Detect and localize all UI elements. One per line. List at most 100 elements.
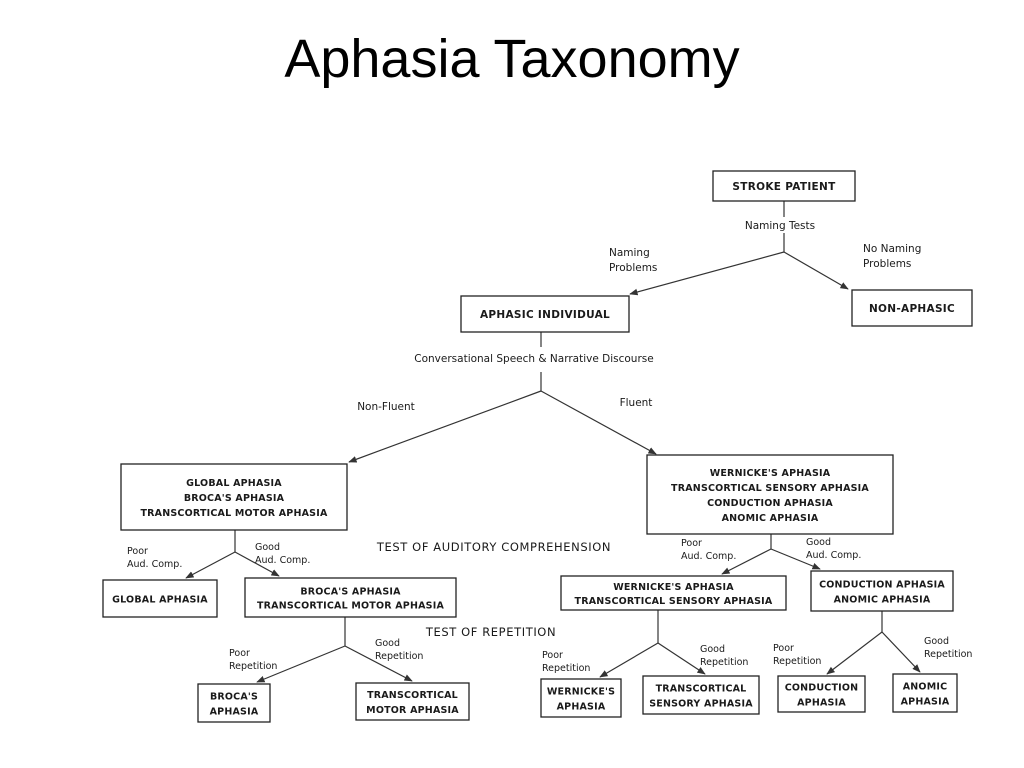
connector-line: [721, 548, 772, 575]
node-label-line: APHASIA: [557, 702, 606, 713]
label-fluent: Fluent: [620, 397, 653, 409]
node-label-line: CONDUCTION APHASIA: [707, 498, 833, 509]
connector-line: [344, 645, 413, 682]
node-label-line: APHASIA: [901, 697, 950, 708]
edge-label-line: Fluent: [620, 397, 653, 409]
edge-label-line: Poor: [773, 643, 794, 654]
label-conversational: Conversational Speech & Narrative Discou…: [414, 353, 653, 365]
node-box: [197, 683, 271, 723]
node-box: [810, 570, 954, 612]
edge-label-line: Poor: [681, 538, 702, 549]
node-conduction-anomic-group: CONDUCTION APHASIA ANOMIC APHASIA: [810, 570, 954, 612]
node-anomic-aphasia: ANOMIC APHASIA: [892, 673, 958, 713]
edge-label-line: Aud. Comp.: [681, 551, 736, 562]
edge-label-line: Good: [255, 542, 280, 553]
edge-label-line: Aud. Comp.: [806, 550, 861, 561]
node-transcortical-sensory: TRANSCORTICAL SENSORY APHASIA: [642, 675, 760, 715]
node-label-line: ANOMIC APHASIA: [722, 513, 819, 524]
node-label-line: TRANSCORTICAL MOTOR APHASIA: [257, 601, 444, 612]
node-non-aphasic: NON-APHASIC: [851, 289, 973, 327]
node-label-line: SENSORY APHASIA: [649, 699, 753, 710]
node-label-line: APHASIC INDIVIDUAL: [480, 309, 610, 321]
node-label-line: TRANSCORTICAL SENSORY APHASIA: [575, 596, 773, 607]
node-transcortical-motor: TRANSCORTICAL MOTOR APHASIA: [355, 682, 470, 721]
node-box: [355, 682, 470, 721]
edge-label-line: TEST OF REPETITION: [425, 625, 556, 639]
edge-label-line: Poor: [229, 648, 250, 659]
node-global-aphasia: GLOBAL APHASIA: [102, 579, 218, 618]
edge-label-line: Naming: [609, 247, 650, 259]
label-non-fluent: Non-Fluent: [357, 401, 415, 413]
node-label-line: APHASIA: [797, 698, 846, 709]
node-label-line: BROCA'S APHASIA: [184, 493, 285, 504]
node-label-line: ANOMIC APHASIA: [834, 595, 931, 606]
node-label-line: ANOMIC: [903, 682, 948, 693]
label-test-repetition: TEST OF REPETITION: [425, 625, 556, 639]
edge-label-line: Poor: [127, 546, 148, 557]
label-naming-tests: Naming Tests: [745, 220, 815, 232]
node-fluent-group: WERNICKE'S APHASIA TRANSCORTICAL SENSORY …: [646, 454, 894, 535]
label-test-auditory: TEST OF AUDITORY COMPREHENSION: [376, 540, 611, 554]
node-label-line: MOTOR APHASIA: [366, 705, 459, 716]
node-brocas-aphasia: BROCA'S APHASIA: [197, 683, 271, 723]
edge-label-line: Repetition: [229, 661, 277, 672]
edge-label-line: No Naming: [863, 243, 921, 255]
edge-label-line: Non-Fluent: [357, 401, 415, 413]
node-conduction-aphasia: CONDUCTION APHASIA: [777, 675, 866, 713]
connector-line: [599, 642, 659, 678]
edge-label-line: Good: [806, 537, 831, 548]
node-box: [540, 678, 622, 718]
node-label-line: TRANSCORTICAL MOTOR APHASIA: [140, 508, 327, 519]
edge-label-line: Good: [924, 636, 949, 647]
edge-label-line: Naming Tests: [745, 220, 815, 232]
node-box: [646, 454, 894, 535]
node-label-line: CONDUCTION: [785, 683, 859, 694]
connector-line: [234, 551, 280, 577]
edge-label-line: TEST OF AUDITORY COMPREHENSION: [376, 540, 611, 554]
node-label-line: TRANSCORTICAL: [656, 684, 747, 695]
node-label-line: APHASIA: [210, 707, 259, 718]
node-label-line: BROCA'S APHASIA: [300, 587, 401, 598]
connector-line: [348, 390, 542, 463]
edge-label-line: Repetition: [375, 651, 423, 662]
connector-line: [629, 251, 785, 296]
connector-line: [881, 631, 921, 673]
node-box: [712, 170, 856, 202]
node-box: [851, 289, 973, 327]
edge-label-line: Repetition: [924, 649, 972, 660]
node-label-line: BROCA'S: [210, 692, 258, 703]
node-label-line: TRANSCORTICAL: [367, 690, 458, 701]
node-label-line: WERNICKE'S APHASIA: [710, 468, 831, 479]
connector-line: [770, 548, 821, 570]
node-label-line: TRANSCORTICAL SENSORY APHASIA: [671, 483, 869, 494]
node-aphasic-individual: APHASIC INDIVIDUAL: [460, 295, 630, 333]
node-box: [102, 579, 218, 618]
edge-label-line: Conversational Speech & Narrative Discou…: [414, 353, 653, 365]
edge-label-line: Poor: [542, 650, 563, 661]
edge-label-line: Good: [700, 644, 725, 655]
node-label-line: CONDUCTION APHASIA: [819, 580, 945, 591]
edge-label-line: Repetition: [773, 656, 821, 667]
edge-label-line: Repetition: [542, 663, 590, 674]
node-wernickes-aphasia: WERNICKE'S APHASIA: [540, 678, 622, 718]
node-box: [777, 675, 866, 713]
node-box: [120, 463, 348, 531]
edge-label-line: Problems: [609, 262, 657, 274]
edge-label-line: Repetition: [700, 657, 748, 668]
node-box: [560, 575, 787, 611]
connector-line: [826, 631, 883, 675]
connector-line: [185, 551, 236, 579]
node-label-line: WERNICKE'S: [547, 687, 615, 698]
